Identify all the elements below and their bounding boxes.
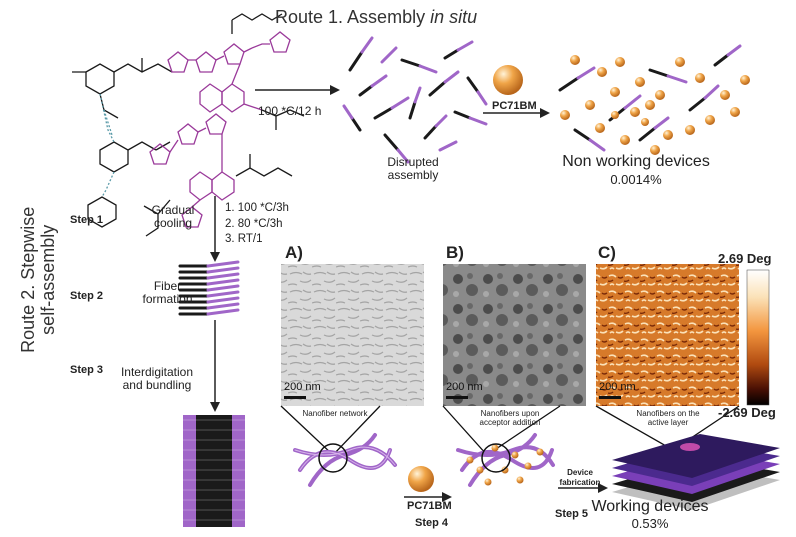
tem-image-a [281,264,424,406]
cooling-condition-1: 1. 100 *C/3h [225,202,289,214]
colorbar-min: -2.69 Deg [718,405,776,420]
scale-text-b: 200 nm [446,381,483,393]
tem-image-b [443,264,586,406]
molecule-structure [72,13,305,237]
fiber-stack [178,260,240,316]
non-working-label: Non working devices [562,153,710,170]
caption-a: Nanofiber network [302,409,368,418]
device-fabrication-label: Device fabrication [559,468,601,487]
cooling-condition-3: 3. RT/1 [225,233,263,246]
working-value: 0.53% [631,516,669,531]
step-1: Step 1 [70,214,104,226]
scale-bar-a [284,396,306,399]
cooling-conditions: 1. 100 *C/3h 2. 80 *C/3h 3. RT/1 [225,201,289,248]
nanofiber-acceptor [456,433,555,487]
step-1-label: Gradual cooling [151,203,195,231]
step-2-label: Fiber formation [142,279,193,307]
step4-arrow [404,492,452,502]
panel-label-c: C) [598,243,616,262]
disrupted-assembly [342,36,488,164]
caption-b: Nanofibers upon acceptor addition [479,409,541,427]
afm-image-c [596,264,739,406]
scale-text-c: 200 nm [599,381,636,393]
pcbm-label-route1: PC71BM [492,100,537,112]
scale-bar-b [446,396,468,399]
scale-bar-c [599,396,621,399]
colorbar-max: 2.69 Deg [718,251,772,266]
pcbm-ball-route1 [493,65,523,95]
step-3-label: Interdigitation and bundling [120,365,194,393]
non-working-value: 0.0014% [610,172,662,187]
pcbm-ball-route2 [408,466,434,492]
bundle-stack [183,415,245,527]
step-3: Step 3 [70,364,104,376]
scale-text-a: 200 nm [284,381,321,393]
disrupted-label: Disrupted assembly [387,155,439,183]
non-working-blend [558,44,750,155]
caption-c: Nanofibers on the active layer [636,409,700,427]
route1-arrow-2 [483,108,550,118]
route2-title: Route 2. Stepwise self-assembly [18,206,58,353]
device-stack [612,434,780,510]
nanofiber-network [293,433,397,487]
step5-arrow [558,483,608,493]
step-2: Step 2 [70,290,104,302]
route1-arrow [255,85,340,95]
step-5: Step 5 [555,508,589,520]
route1-title: Route 1. Assembly in situ [275,7,478,27]
route1-condition: 100 *C/12 h [258,104,322,118]
panel-label-a: A) [285,243,303,262]
cooling-condition-2: 2. 80 *C/3h [225,217,283,230]
step-4: Step 4 [415,517,449,529]
colorbar [746,269,770,406]
pcbm-label-route2: PC71BM [407,500,452,512]
working-label: Working devices [591,498,709,515]
panel-label-b: B) [446,243,464,262]
route2-arrows [210,196,220,412]
